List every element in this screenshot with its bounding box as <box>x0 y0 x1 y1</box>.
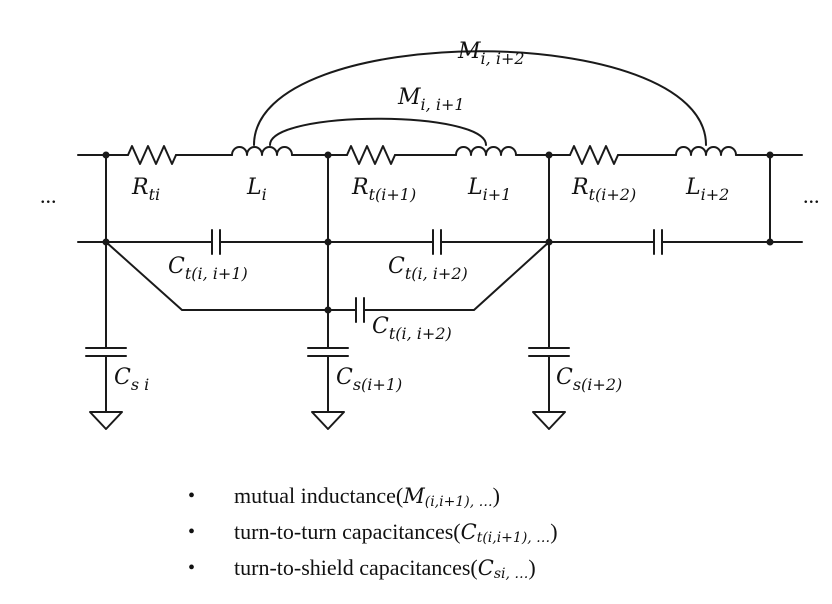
shunt-cap-si2 <box>528 241 570 413</box>
ground-icon <box>89 411 123 430</box>
bullet-icon: • <box>188 485 196 507</box>
legend-list: • mutual inductance ( M (i,i+1), … ) • t… <box>188 478 558 586</box>
label-r-ti: Rti <box>131 175 160 204</box>
label-l-i2: Li+2 <box>685 175 729 204</box>
label-m-i-i1: Mi, i+1 <box>397 85 465 114</box>
rung-wires <box>105 154 771 243</box>
inductor-li1 <box>455 146 517 156</box>
label-c-s-i2: Cs(i+2) <box>556 365 622 394</box>
legend-symbol: C <box>460 520 477 544</box>
label-c-t-i-i2-bottom: Ct(i, i+2) <box>372 314 452 343</box>
bullet-icon: • <box>188 557 196 579</box>
legend-subscript: (i,i+1), … <box>424 494 493 510</box>
circuit-diagram: ... ... Rti Li Rt(i+1) Li+1 Rt(i+2) Li+2… <box>40 39 820 430</box>
resistor-rt-i1 <box>346 145 396 165</box>
legend-close-paren: ) <box>550 519 558 544</box>
label-m-i-i2: Mi, i+2 <box>457 39 525 68</box>
label-c-s-i: Cs i <box>114 365 149 394</box>
cross-capacitor-path <box>105 241 550 323</box>
legend-item-turn-to-shield: • turn-to-shield capacitances ( C si, … … <box>188 550 558 586</box>
label-c-t-i-i2-top: Ct(i, i+2) <box>388 254 468 283</box>
legend-open-paren: ( <box>453 519 461 544</box>
ground-icon <box>532 411 566 430</box>
shunt-cap-si <box>85 241 127 413</box>
label-r-t-i2: Rt(i+2) <box>571 175 636 204</box>
resistor-rti <box>127 145 177 165</box>
shunt-cap-si1 <box>307 241 349 413</box>
legend-open-paren: ( <box>395 483 404 508</box>
legend-close-paren: ) <box>528 555 536 580</box>
label-r-t-i1: Rt(i+1) <box>351 175 416 204</box>
ellipsis-left: ... <box>40 183 57 208</box>
legend-symbol: C <box>477 556 494 580</box>
label-l-i1: Li+1 <box>467 175 511 204</box>
legend-item-turn-to-turn: • turn-to-turn capacitances ( C t(i,i+1)… <box>188 514 558 550</box>
legend-open-paren: ( <box>470 555 478 580</box>
label-c-t-i-i1: Ct(i, i+1) <box>168 254 248 283</box>
ellipsis-right: ... <box>803 183 820 208</box>
mutual-arc-i-i2 <box>253 50 707 146</box>
inductor-li2 <box>675 146 737 156</box>
bottom-rail <box>77 229 803 255</box>
legend-item-mutual-inductance: • mutual inductance ( M (i,i+1), … ) <box>188 478 558 514</box>
mutual-arc-i-i1 <box>269 117 487 146</box>
junction-dots <box>102 151 774 314</box>
legend-text: turn-to-shield capacitances <box>234 555 471 580</box>
inductor-li <box>231 146 293 156</box>
legend-close-paren: ) <box>492 483 500 508</box>
legend-symbol: M <box>403 484 425 508</box>
legend-subscript: t(i,i+1), … <box>476 530 551 546</box>
resistor-rt-i2 <box>569 145 619 165</box>
ground-icon <box>311 411 345 430</box>
bullet-icon: • <box>188 521 196 543</box>
label-c-s-i1: Cs(i+1) <box>336 365 402 394</box>
label-l-i: Li <box>246 175 267 204</box>
legend-text: turn-to-turn capacitances <box>234 519 454 544</box>
legend-text: mutual inductance <box>234 483 396 508</box>
legend-subscript: si, … <box>493 566 529 582</box>
